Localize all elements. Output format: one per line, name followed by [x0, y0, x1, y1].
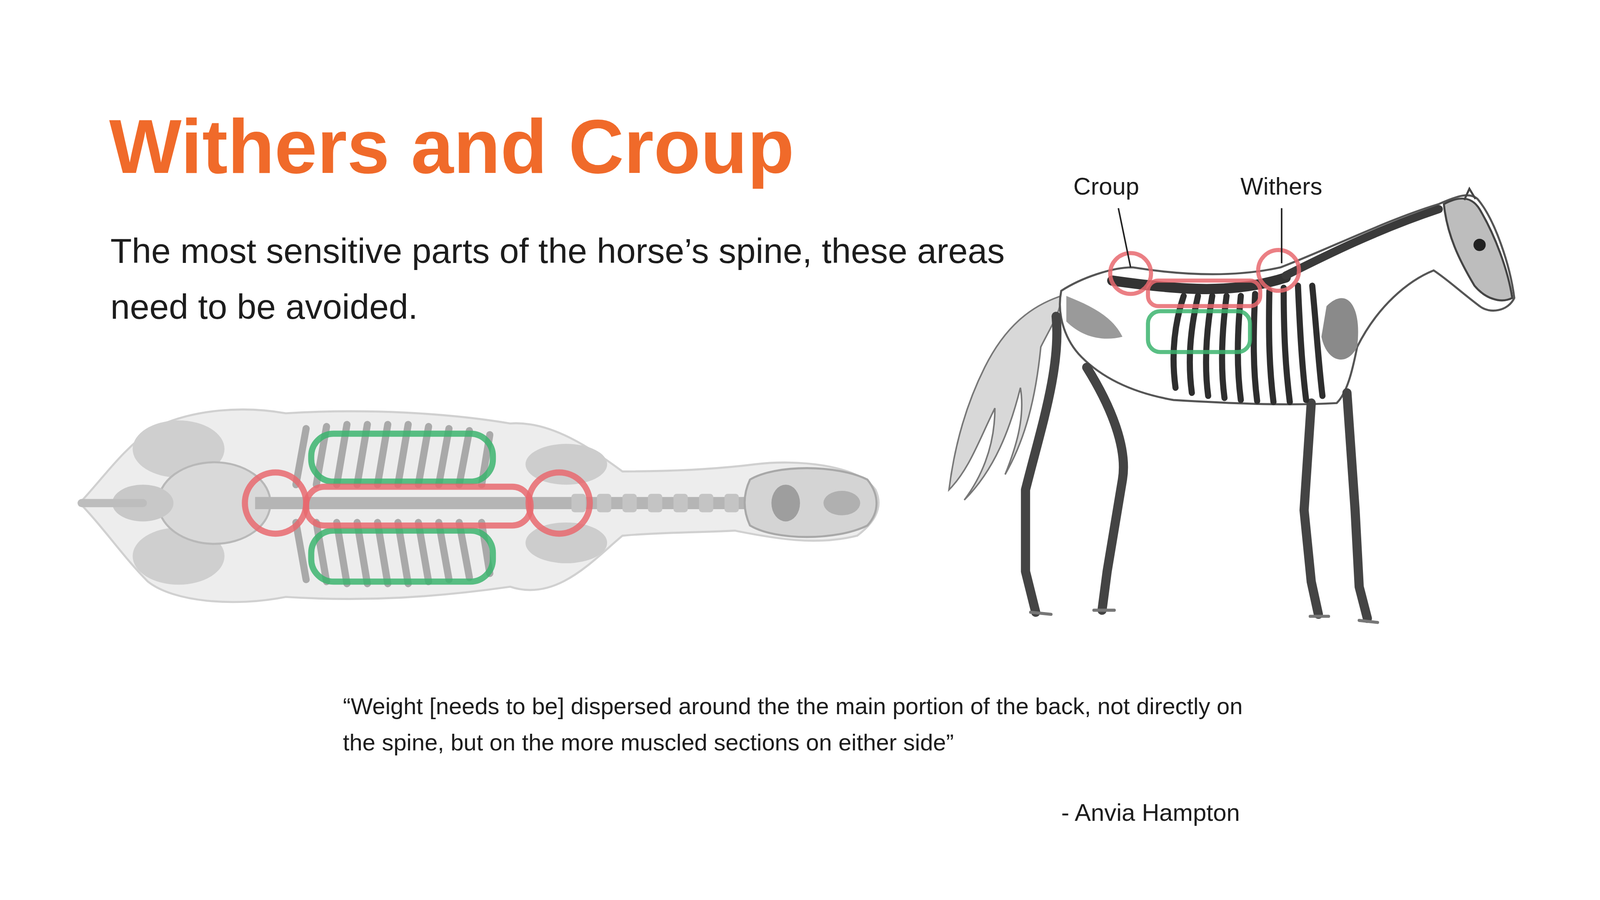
part-label: Croup: [1073, 171, 1140, 201]
illustration-part: [622, 493, 637, 513]
illustration-part: [245, 472, 307, 534]
illustration-part: [1321, 297, 1358, 360]
illustration-part: [481, 522, 490, 574]
illustration-part: [81, 499, 143, 508]
side-view-horse: [949, 188, 1515, 623]
illustration-part: [1280, 208, 1283, 264]
illustration-part: [306, 486, 531, 526]
illustration-part: [528, 472, 590, 534]
illustration-part: [1473, 238, 1486, 251]
illustration-part: [1066, 295, 1123, 339]
illustration-part: [1025, 316, 1057, 613]
illustration-part: [311, 433, 493, 482]
illustration-part: [1118, 208, 1131, 268]
illustration-part: [1030, 612, 1051, 615]
illustration-part: [1147, 280, 1260, 306]
illustration-part: [597, 493, 612, 513]
illustration-part: [1060, 195, 1515, 405]
part-label: Withers: [1240, 171, 1323, 201]
illustration-part: [1269, 290, 1274, 403]
illustration-part: [1253, 293, 1258, 401]
illustration-part: [1359, 620, 1378, 623]
illustration-part: [823, 490, 860, 516]
illustration-part: [311, 530, 493, 582]
top-view-skeleton: [79, 409, 879, 603]
illustration-part: [647, 493, 663, 513]
illustration-part: [1086, 367, 1124, 611]
illustration-part: [1443, 198, 1513, 301]
illustration-part: [1030, 610, 1378, 623]
illustration-part: [1285, 209, 1439, 276]
illustration-part: [673, 493, 688, 513]
leader-lines: [1118, 208, 1282, 268]
illustration-part: [1147, 311, 1250, 353]
illustration-part: [1283, 287, 1290, 403]
illustration-part: [1347, 392, 1368, 619]
illustration-part: [459, 430, 470, 485]
illustration-part: [295, 522, 306, 580]
attribution: - Anvia Hampton: [1061, 796, 1240, 828]
illustration-part: [571, 493, 586, 513]
illustration-part: [1297, 285, 1307, 400]
illustration-part: [295, 428, 306, 485]
illustration-part: [699, 493, 714, 513]
illustration-part: [438, 428, 449, 485]
illustration-part: [1110, 252, 1151, 294]
illustration-part: [1304, 402, 1319, 615]
illustration-part: [1464, 188, 1476, 200]
illustration-part: [1093, 608, 1115, 612]
slide-title: Withers and Croup: [109, 104, 795, 189]
quote: “Weight [needs to be] dispersed around t…: [342, 688, 1260, 761]
illustration-part: [771, 484, 800, 522]
illustration-part: [1312, 285, 1323, 396]
subtitle: The most sensitive parts of the horse’s …: [110, 222, 1007, 335]
illustration-part: [571, 493, 739, 513]
illustration-part: [79, 409, 879, 603]
illustration-part: [1258, 250, 1300, 291]
illustration-part: [724, 493, 739, 513]
illustration-part: [1310, 615, 1329, 618]
illustration-part: [744, 467, 877, 537]
illustration-part: [158, 462, 271, 544]
